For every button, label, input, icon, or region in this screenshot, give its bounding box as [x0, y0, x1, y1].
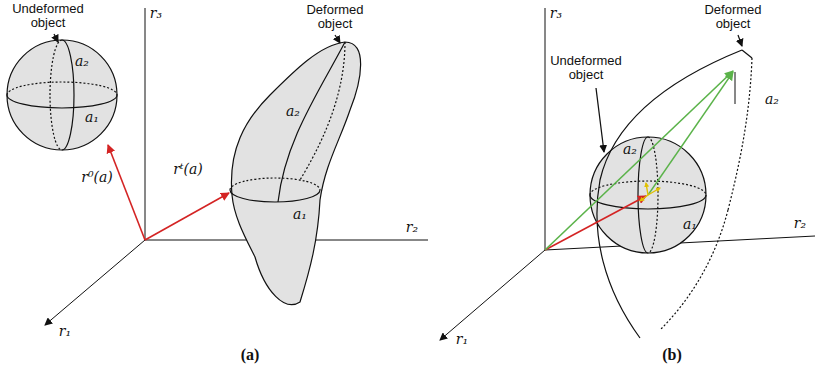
axis-label: r₂: [406, 220, 418, 235]
leader-arrow: [738, 35, 742, 46]
position-vector: [108, 145, 145, 240]
point-label: a₂: [623, 142, 637, 157]
point-label: a₂: [75, 54, 89, 69]
axes-b: [440, 8, 815, 340]
sphere-node: a₂ a₁: [7, 40, 117, 150]
axis-label: r₂: [794, 216, 806, 231]
axis-label: r₁: [59, 324, 71, 339]
leader-arrow: [596, 88, 604, 152]
deformed-sheet: [597, 50, 752, 338]
leader-arrow: [335, 35, 340, 43]
point-label: a₂: [765, 92, 779, 107]
panel-label: (a): [241, 346, 260, 364]
axis-label: r₃: [150, 6, 162, 21]
point-label: a₂: [286, 104, 300, 119]
object-label: Undeformed object: [7, 2, 89, 31]
sphere-node: a₂ a₁: [590, 137, 706, 253]
undeformed-sphere: [7, 40, 117, 150]
vector-label: r⁰(a): [81, 170, 113, 185]
displacement-vector: [648, 72, 733, 195]
axis-label: r₃: [550, 6, 562, 21]
point-label: a₁: [293, 207, 307, 222]
undeformed-sphere: [590, 137, 706, 253]
object-label: Undeformed object: [545, 54, 627, 83]
vector-label: rᵗ(a): [173, 162, 202, 177]
position-vector: [145, 193, 229, 240]
object-label: Deformed object: [299, 3, 371, 32]
blob-node: a₂ a₁: [228, 40, 358, 305]
local-frame: [640, 183, 660, 201]
vertical-line: [735, 72, 736, 104]
point-label: a₁: [85, 110, 99, 125]
deformed-blob: [230, 42, 361, 305]
position-vector: [545, 71, 733, 250]
position-vector: [545, 196, 646, 250]
axis-label: r₁: [456, 332, 468, 347]
object-label: Deformed object: [697, 3, 769, 32]
leader-arrow: [54, 34, 58, 42]
point-label: a₁: [683, 217, 697, 232]
panel-label: (b): [662, 346, 682, 364]
axes-a: [45, 8, 428, 325]
